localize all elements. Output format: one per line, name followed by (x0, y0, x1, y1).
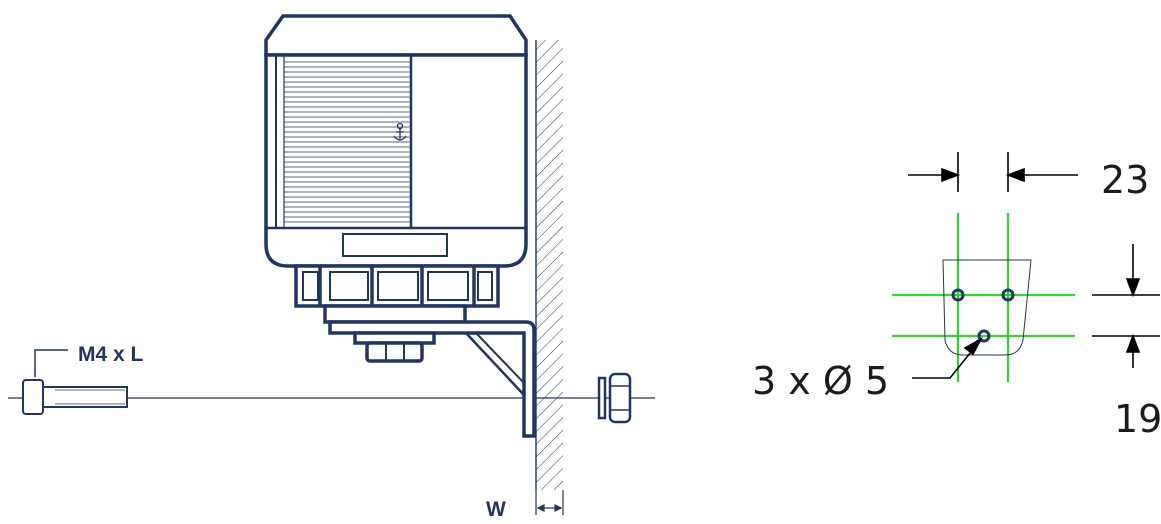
vertical-dimension-19 (1092, 244, 1160, 368)
screw-icon (22, 379, 128, 415)
wall (535, 40, 563, 490)
horizontal-dimension-label: 23 (1101, 158, 1149, 202)
washer-nut (597, 372, 632, 424)
horizontal-dimension-23 (908, 152, 1078, 192)
hole-pattern (892, 213, 1075, 382)
holes-leader (912, 336, 983, 379)
cable-glands (294, 264, 500, 308)
anchor-icon (393, 122, 407, 141)
hole-2 (1001, 288, 1015, 302)
mounting-bracket (323, 304, 536, 438)
wall-gap-dimension (535, 490, 564, 515)
holes-label: 3 x Ø 5 (752, 359, 889, 403)
screw-leader (34, 349, 68, 377)
bottom-gland (353, 331, 436, 363)
lens-ribs (283, 55, 411, 228)
hole-3 (977, 329, 991, 343)
screw-label: M4 x L (78, 343, 144, 366)
vertical-dimension-label: 19 (1114, 397, 1161, 441)
hole-1 (951, 288, 965, 302)
lamp-housing (264, 14, 528, 268)
wall-gap-label: W (486, 498, 506, 521)
